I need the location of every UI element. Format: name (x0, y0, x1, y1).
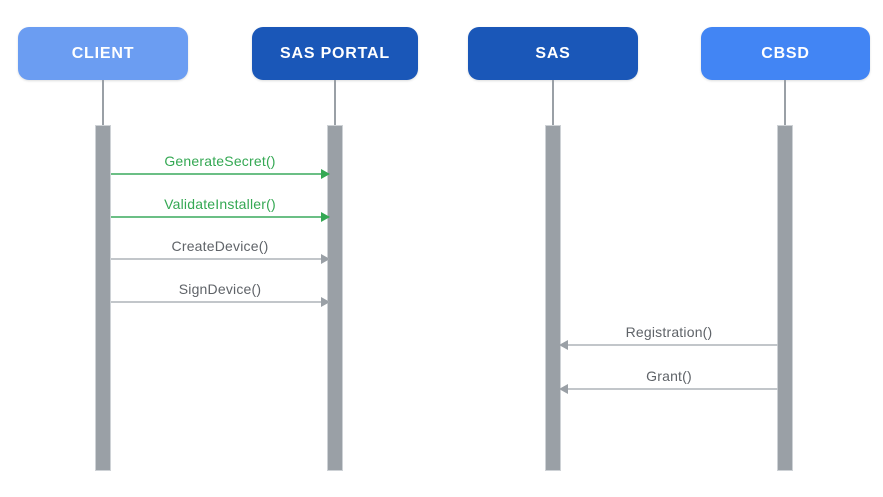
message-registration: Registration() (559, 324, 778, 350)
message-generate-secret: GenerateSecret() (111, 153, 330, 179)
message-grant: Grant() (559, 368, 778, 394)
message-validate-installer: ValidateInstaller() (111, 196, 330, 222)
message-arrow-line (111, 297, 330, 307)
activation-bar-sas (546, 126, 560, 470)
actor-label-sas-portal: SAS PORTAL (280, 44, 390, 62)
activation-bar-sas-portal (328, 126, 342, 470)
activation-bar-client (96, 126, 110, 470)
message-arrow-line (111, 254, 330, 264)
lifeline-sas (552, 80, 554, 126)
arrowhead-right-icon (321, 212, 330, 222)
actor-box-client: CLIENT (18, 27, 188, 80)
message-arrow-line (559, 340, 778, 350)
actor-box-cbsd: CBSD (701, 27, 870, 80)
actor-label-cbsd: CBSD (761, 44, 810, 62)
actor-label-client: CLIENT (71, 44, 135, 62)
arrowhead-left-icon (559, 340, 568, 350)
actor-box-sas-portal: SAS PORTAL (252, 27, 418, 80)
lifeline-cbsd (784, 80, 786, 126)
message-arrow-line (111, 212, 330, 222)
message-label: Registration() (625, 324, 713, 340)
actor-label-sas: SAS (535, 44, 571, 62)
arrowhead-left-icon (559, 384, 568, 394)
lifeline-client (102, 80, 104, 126)
activation-bar-cbsd (778, 126, 792, 470)
message-label: SignDevice() (178, 281, 262, 297)
message-create-device: CreateDevice() (111, 238, 330, 264)
arrowhead-right-icon (321, 297, 330, 307)
message-arrow-line (559, 384, 778, 394)
message-sign-device: SignDevice() (111, 281, 330, 307)
actor-box-sas: SAS (468, 27, 638, 80)
message-label: CreateDevice() (171, 238, 269, 254)
message-label: Grant() (646, 368, 692, 384)
message-label: ValidateInstaller() (164, 196, 276, 212)
arrowhead-right-icon (321, 169, 330, 179)
lifeline-sas-portal (334, 80, 336, 126)
arrowhead-right-icon (321, 254, 330, 264)
message-label: GenerateSecret() (164, 153, 276, 169)
message-arrow-line (111, 169, 330, 179)
